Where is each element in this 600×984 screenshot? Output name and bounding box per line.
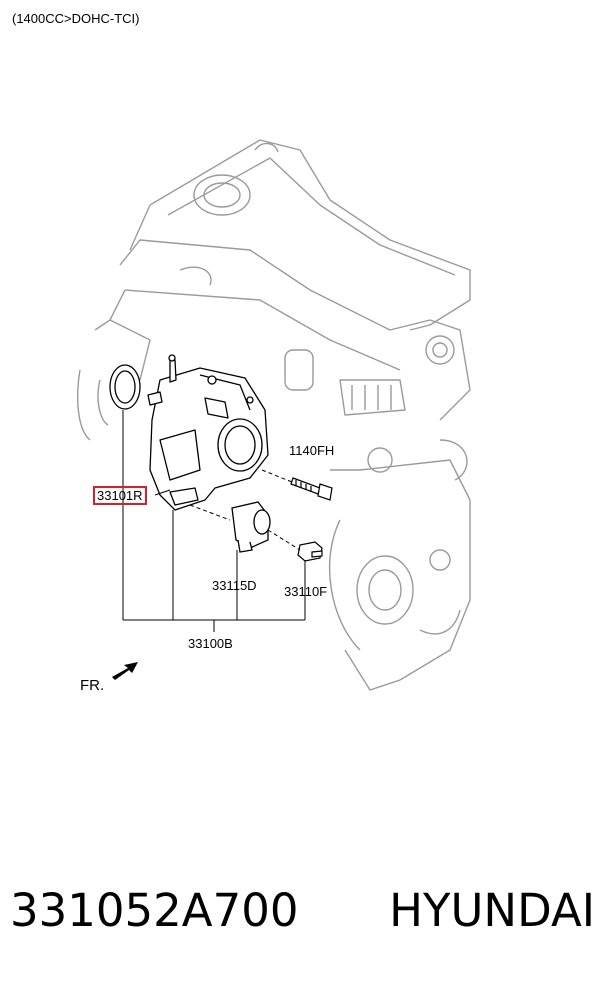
callout-assembly[interactable]: 33100B <box>188 636 233 651</box>
sensor-part <box>231 501 271 553</box>
fitting-part <box>297 541 323 562</box>
leader-lines <box>122 410 306 632</box>
exploded-parts-diagram <box>77 139 471 691</box>
footer-bar: 331052A700 HYUNDAI <box>10 884 595 937</box>
callout-sensor[interactable]: 33115D <box>212 578 257 593</box>
bolt-part <box>290 477 333 501</box>
callout-fitting[interactable]: 33110F <box>284 584 328 599</box>
brand-name: HYUNDAI <box>389 884 595 937</box>
throttle-body-assembly <box>147 354 269 511</box>
part-number: 331052A700 <box>10 884 299 937</box>
callout-bolt[interactable]: 1140FH <box>289 443 335 458</box>
engine-block-outline <box>77 139 471 691</box>
front-direction-label: FR. <box>80 677 105 694</box>
gasket-ring <box>109 364 141 410</box>
engine-variant-label: (1400CC>DOHC-TCI) <box>12 11 140 26</box>
front-direction-arrow <box>112 662 138 680</box>
callout-gasket-highlighted[interactable]: 33101R <box>93 486 147 505</box>
